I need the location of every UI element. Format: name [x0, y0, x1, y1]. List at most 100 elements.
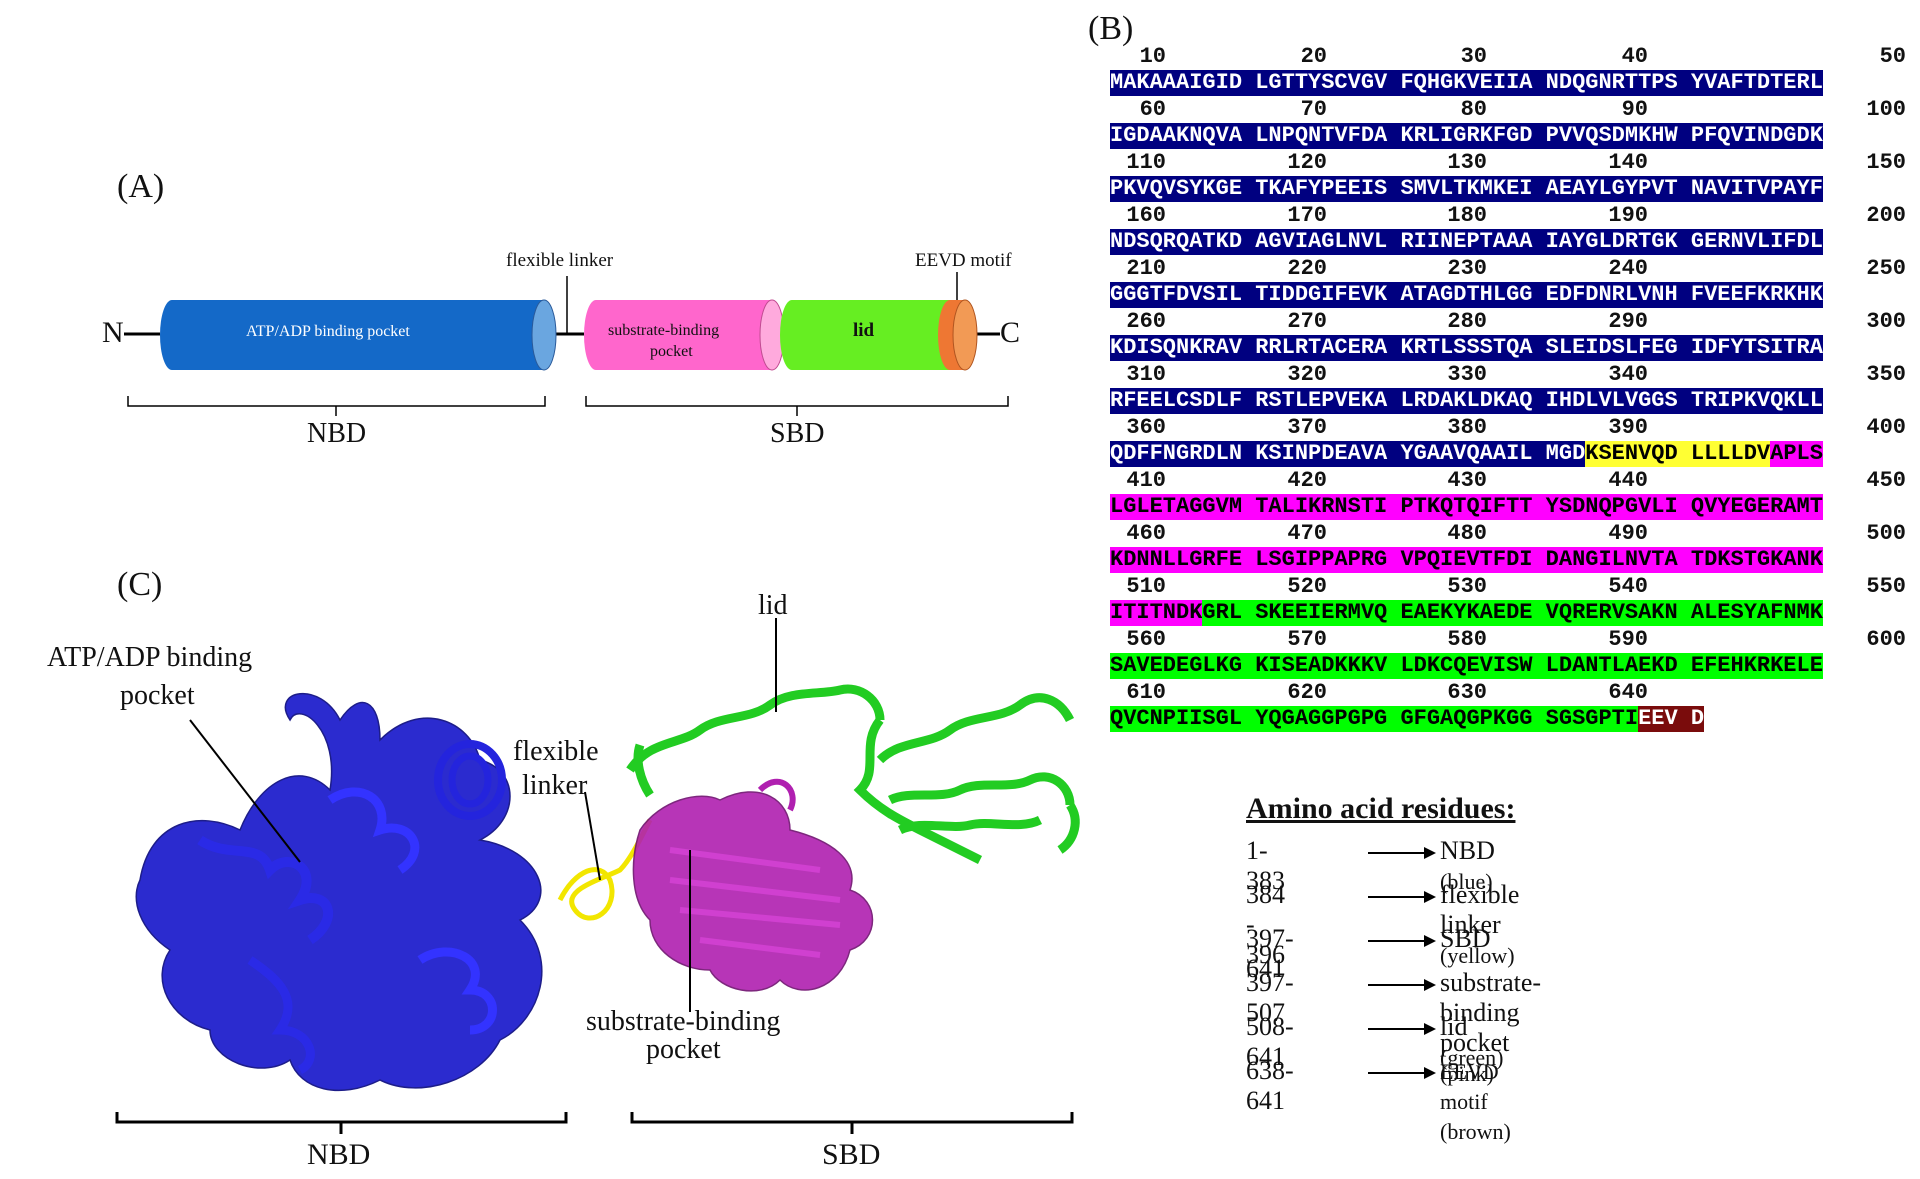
linker-label-2: linker	[522, 770, 588, 801]
residue-number: 590	[1608, 627, 1648, 652]
legend-name: SBD	[1440, 924, 1491, 953]
residue-number: 210	[1126, 256, 1166, 281]
arrow-right-icon	[1368, 979, 1436, 991]
legend-range: 397- 507	[1246, 968, 1294, 1027]
legend-note: (yellow)	[1440, 943, 1515, 968]
lid-cylinder-label: lid	[853, 320, 875, 341]
sequence-segment-nbd: MAKAAAIGID LGTTYSCVGV FQHGKVEIIA NDQGNRT…	[1110, 70, 1823, 96]
sequence-row: KDISQNKRAV RRLRTACERA KRTLSSSTQA SLEIDSL…	[1110, 335, 1912, 361]
residue-number: 260	[1126, 309, 1166, 334]
legend-range: 397- 641	[1246, 924, 1294, 983]
residue-number: 420	[1287, 468, 1327, 493]
residue-number: 30	[1460, 44, 1487, 69]
sequence-segment-nbd: PKVQVSYKGE TKAFYPEEIS SMVLTKMKEI AEAYLGY…	[1110, 176, 1823, 202]
residue-number: 450	[1866, 468, 1906, 493]
residue-number: 110	[1126, 150, 1166, 175]
legend-note: (pink)	[1440, 1061, 1494, 1086]
sequence-row: PKVQVSYKGE TKAFYPEEIS SMVLTKMKEI AEAYLGY…	[1110, 176, 1912, 202]
residue-number: 630	[1447, 680, 1487, 705]
legend-range: 384 - 396	[1246, 880, 1285, 969]
sequence-segment-eevd: EEV D	[1638, 706, 1705, 732]
sequence-segment-nbd: QDFFNGRDLN KSINPDEAVA YGAAVQAAIL MGD	[1110, 441, 1586, 467]
nbd-bracket	[127, 396, 546, 416]
linker-callout-c	[584, 791, 601, 881]
residue-number: 490	[1608, 521, 1648, 546]
n-terminus-label: N	[102, 316, 124, 349]
nbd-cylinder	[160, 299, 557, 371]
residue-number: 10	[1139, 44, 1166, 69]
nbd-cylinder-label: ATP/ADP binding pocket	[246, 323, 410, 340]
residue-number: 190	[1608, 203, 1648, 228]
panel-a-label: (A)	[117, 168, 165, 205]
sbd-bracket-label: SBD	[770, 418, 825, 449]
atp-callout	[189, 719, 301, 863]
residue-number: 280	[1447, 309, 1487, 334]
sequence-segment-lid: QVCNPIISGL YQGAGGPGPG GFGAQGPKGG SGSGPTI	[1110, 706, 1639, 732]
legend-name: EEVD motif (brown)	[1440, 1059, 1511, 1144]
legend-description: flexible linker (yellow)	[1440, 880, 1519, 970]
legend-title: Amino acid residues:	[1246, 792, 1516, 825]
residue-number: 150	[1866, 150, 1906, 175]
lid-label-c: lid	[758, 590, 788, 621]
protein-structure	[115, 618, 1080, 1134]
sequence-row: MAKAAAIGID LGTTYSCVGV FQHGKVEIIA NDQGNRT…	[1110, 70, 1912, 96]
sbd-bracket	[585, 396, 1009, 416]
pocket-label-1: substrate-binding	[586, 1006, 781, 1037]
residue-number: 550	[1866, 574, 1906, 599]
c-terminus-label: C	[1000, 316, 1021, 349]
residue-number: 200	[1866, 203, 1906, 228]
residue-number: 510	[1126, 574, 1166, 599]
sequence-row: KDNNLLGRFE LSGIPPAPRG VPQIEVTFDI DANGILN…	[1110, 547, 1912, 573]
legend-name: substrate-binding pocket	[1440, 968, 1542, 1057]
residue-number: 580	[1447, 627, 1487, 652]
pocket-label-2: pocket	[646, 1034, 721, 1065]
residue-number: 320	[1287, 362, 1327, 387]
residue-number: 300	[1866, 309, 1906, 334]
residue-number: 470	[1287, 521, 1327, 546]
sequence-segment-pocket: LGLETAGGVM TALIKRNSTI PTKQTQIFTT YSDNQPG…	[1110, 494, 1823, 520]
residue-number: 310	[1126, 362, 1166, 387]
legend-name: lid	[1440, 1012, 1468, 1041]
sequence-row: QVCNPIISGL YQGAGGPGPG GFGAQGPKGG SGSGPTI…	[1110, 706, 1912, 732]
sequence-row: NDSQRQATKD AGVIAGLNVL RIINEPTAAA IAYGLDR…	[1110, 229, 1912, 255]
residue-number: 370	[1287, 415, 1327, 440]
sequence-row: ITITNDKGRL SKEEIERMVQ EAEKYKAEDE VQRERVS…	[1110, 600, 1912, 626]
pocket-cylinder-label-1: substrate-binding	[608, 322, 720, 339]
panel-b-label: (B)	[1088, 10, 1134, 47]
residue-number: 620	[1287, 680, 1327, 705]
residue-number: 500	[1866, 521, 1906, 546]
sequence-segment-lid: GRL SKEEIERMVQ EAEKYKAEDE VQRERVSAKN ALE…	[1202, 600, 1823, 626]
residue-number: 360	[1126, 415, 1166, 440]
residue-number: 180	[1447, 203, 1487, 228]
sequence-segment-nbd: IGDAAKNQVA LNPQNTVFDA KRLIGRKFGD PVVQSDM…	[1110, 123, 1823, 149]
sequence-segment-pocket: APLS	[1770, 441, 1823, 467]
residue-number: 290	[1608, 309, 1648, 334]
residue-number: 410	[1126, 468, 1166, 493]
residue-number: 250	[1866, 256, 1906, 281]
sbd-label-c: SBD	[822, 1138, 881, 1171]
eevd-label: EEVD motif	[915, 250, 1012, 271]
lid-cylinder	[780, 300, 950, 370]
nbd-bracket-label: NBD	[307, 418, 367, 449]
legend-name: flexible linker	[1440, 880, 1520, 939]
residue-number: 640	[1608, 680, 1648, 705]
legend-description: lid (green)	[1440, 1012, 1504, 1072]
legend-description: EEVD motif (brown)	[1440, 1056, 1511, 1146]
residue-number: 390	[1608, 415, 1648, 440]
legend-range: 1- 383	[1246, 836, 1285, 895]
arrow-right-icon	[1368, 847, 1436, 859]
atp-label-1: ATP/ADP binding	[47, 642, 253, 673]
residue-number: 570	[1287, 627, 1327, 652]
sequence-segment-nbd: RFEELCSDLF RSTLEPVEKA LRDAKLDKAQ IHDLVLV…	[1110, 388, 1823, 414]
arrow-right-icon	[1368, 891, 1436, 903]
legend-description: SBD	[1440, 924, 1491, 954]
residue-number: 400	[1866, 415, 1906, 440]
residue-number: 70	[1300, 97, 1327, 122]
